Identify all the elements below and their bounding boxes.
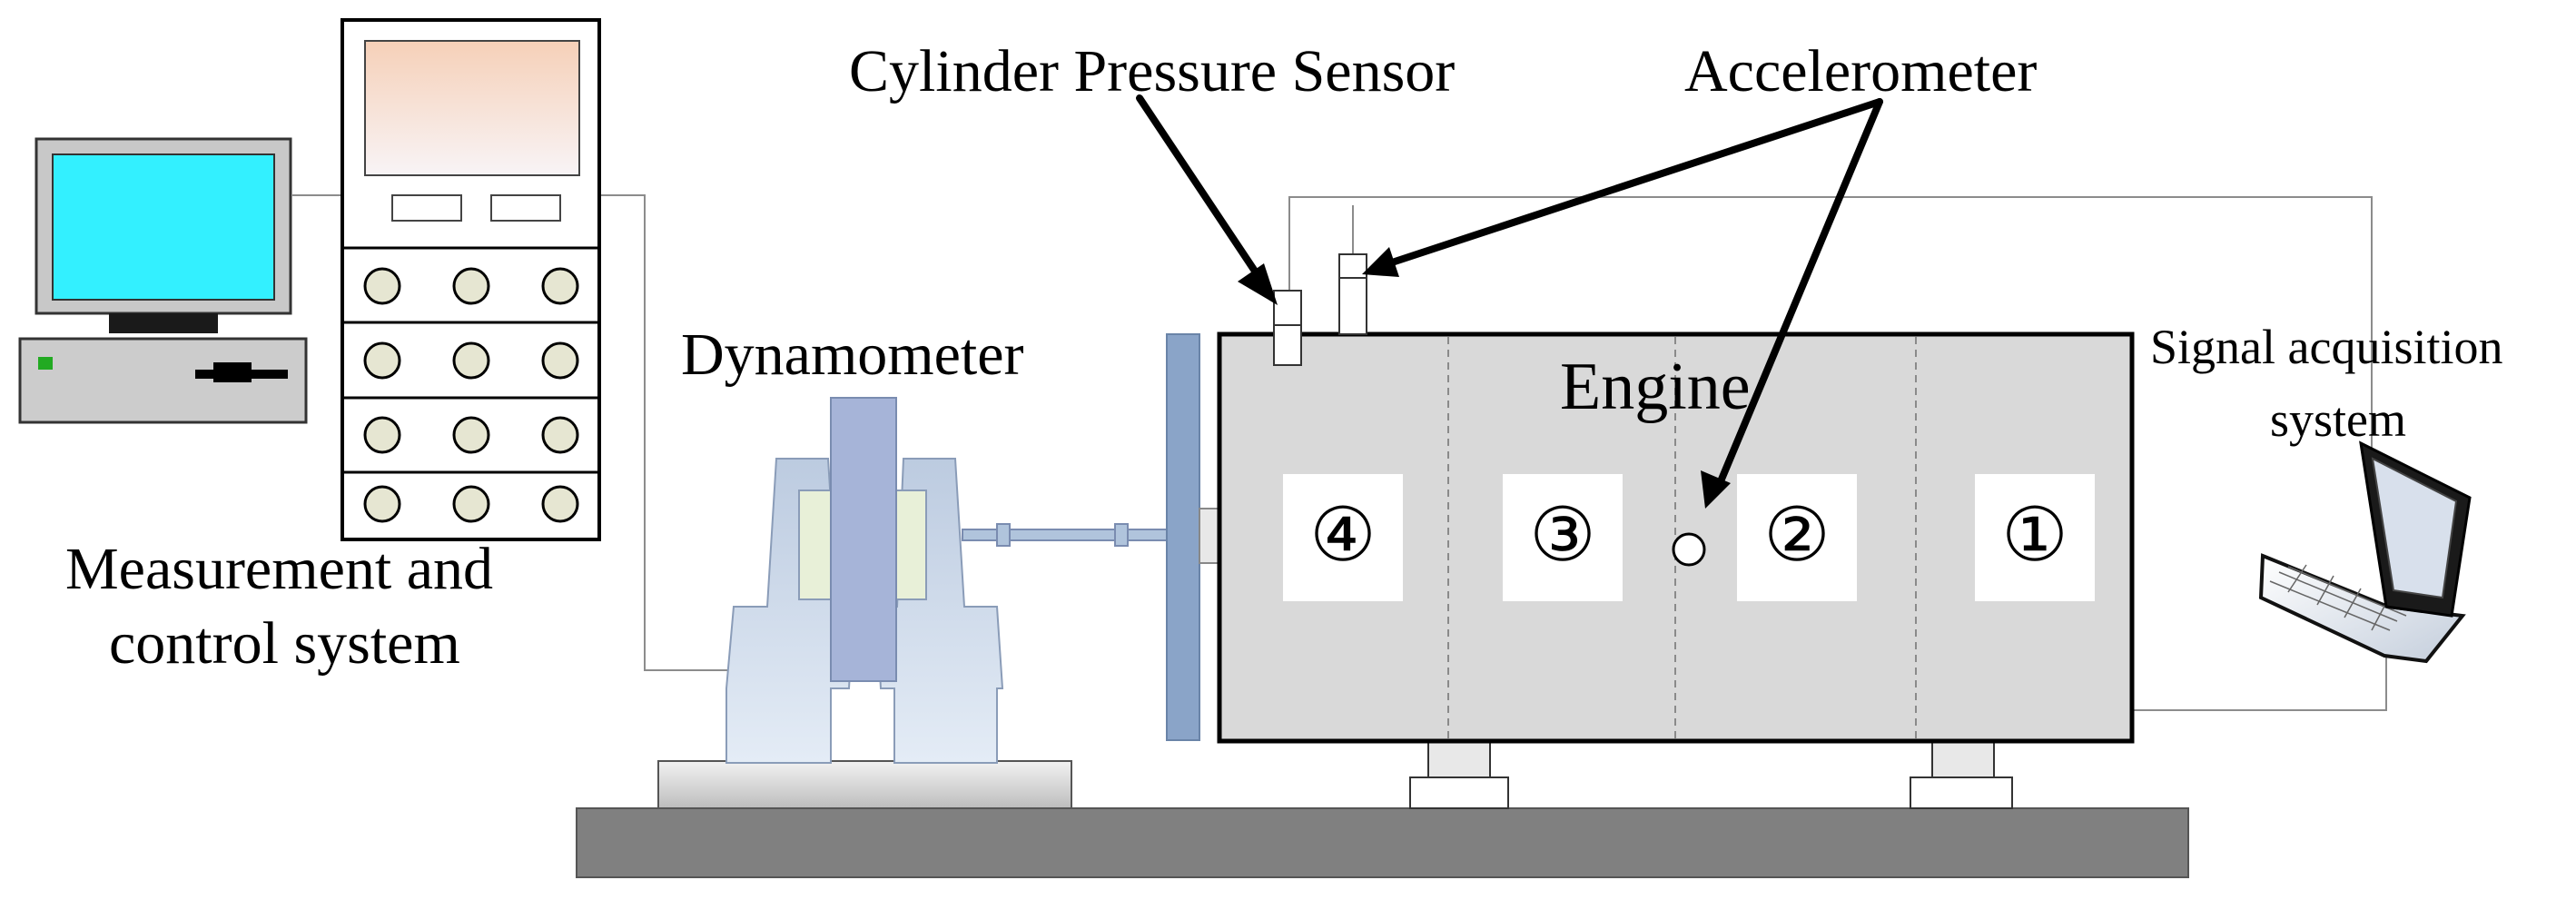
knob-icon [363,485,401,523]
cylinder-2: ② [1737,474,1857,601]
laptop-screen [2371,457,2458,599]
laptop [2258,440,2472,664]
drive-shaft [962,523,1186,547]
dynamometer [657,397,1072,809]
knob-icon [452,485,490,523]
cylinder-4: ④ [1283,474,1403,601]
computer-case [18,337,308,424]
engine-mount-right-foot [1910,776,2013,809]
knob-icon [541,485,579,523]
engine-output-hub [1199,508,1220,564]
cylinder-label: ① [2001,494,2068,577]
panel-button-left [391,194,462,222]
knob-icon [452,267,490,305]
label-signal-acquisition-line1: Signal acquisition [2150,320,2502,374]
cylinder-pressure-sensor [1273,290,1302,366]
knob-icon [541,416,579,454]
arrow-accelerometer-sensor [1386,98,1883,267]
knob-icon [363,416,401,454]
base-platform [576,807,2189,878]
panel-button-right [490,194,561,222]
panel-knobs [363,267,579,523]
measurement-control-panel [341,18,601,541]
cylinder-1: ① [1975,474,2095,601]
panel-display [364,40,580,176]
cylinder-label: ③ [1529,494,1596,577]
wire-panel-to-dynamometer [601,194,734,671]
knob-icon [363,341,401,380]
cylinder-3: ③ [1503,474,1623,601]
shaft-coupling-right [1114,523,1129,547]
arrowhead-icon [1238,263,1278,305]
monitor-stand [109,313,218,333]
arrow-pressure-sensor [1136,94,1259,276]
knob-icon [541,341,579,380]
label-signal-acquisition-line2: system [2270,392,2406,447]
disk-drive-button [213,362,252,382]
monitor-screen [52,153,275,301]
dynamometer-base-plate [657,760,1072,809]
shaft [962,529,1186,541]
arrowhead-icon [1362,247,1399,277]
accelerometer-sensor [1338,253,1367,335]
label-engine: Engine [1560,350,1751,424]
arrow-accelerometer-point [1717,98,1883,485]
shaft-coupling-left [996,523,1011,547]
label-cylinder-pressure-sensor: Cylinder Pressure Sensor [849,38,1455,104]
callout-arrows [1136,94,1883,485]
label-measurement-line1: Measurement and [65,536,493,602]
wire-pressure-sensor-to-daq [1288,196,2373,495]
arrowheads [1238,247,1731,509]
accelerometer-point [1672,532,1706,567]
engine-mount-left-foot [1409,776,1509,809]
dynamometer-rotor [830,397,897,682]
desktop-computer [18,137,308,424]
engine-mount-left [1427,740,1491,778]
engine: ④ ③ ② ① [1217,331,2135,809]
engine-mount-right [1931,740,1995,778]
label-measurement-line2: control system [109,610,460,677]
label-accelerometer: Accelerometer [1684,38,2037,104]
arrowhead-icon [1701,470,1731,509]
power-led-icon [38,357,53,370]
label-dynamometer: Dynamometer [681,321,1024,388]
cylinder-label: ④ [1309,494,1377,577]
flywheel [1166,333,1200,741]
knob-icon [363,267,401,305]
knob-icon [452,341,490,380]
cylinder-label: ② [1763,494,1831,577]
knob-icon [452,416,490,454]
knob-icon [541,267,579,305]
